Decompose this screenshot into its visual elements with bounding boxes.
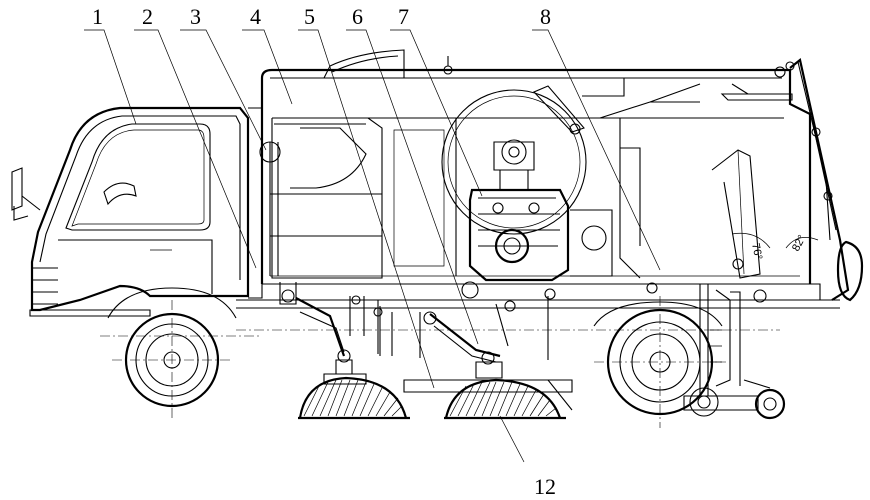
chassis-frame	[100, 275, 840, 337]
callout-3: 3	[190, 4, 201, 29]
callout-8: 8	[540, 4, 551, 29]
callout-1: 1	[92, 4, 103, 29]
callout-4: 4	[250, 4, 261, 29]
callout-12: 12	[534, 474, 556, 499]
callout-7: 7	[398, 4, 409, 29]
callout-6: 6	[352, 4, 363, 29]
callout-5: 5	[304, 4, 315, 29]
rear-pickup-assembly	[646, 258, 786, 420]
angle-label-1: 76°	[749, 242, 764, 261]
rear-wheel	[593, 296, 726, 428]
front-wheel	[107, 287, 237, 420]
truck-cab	[11, 106, 263, 317]
angle-label-2: 82°	[790, 233, 808, 253]
leader-lines	[84, 29, 661, 463]
rear-door	[711, 58, 864, 302]
hopper-body	[259, 49, 812, 284]
auxiliary-engine	[468, 169, 613, 282]
callout-2: 2	[142, 4, 153, 29]
front-side-brush	[298, 376, 410, 420]
side-broom-assembly	[279, 282, 383, 385]
main-broom-assembly	[379, 281, 573, 411]
main-broom-brush	[444, 378, 566, 420]
